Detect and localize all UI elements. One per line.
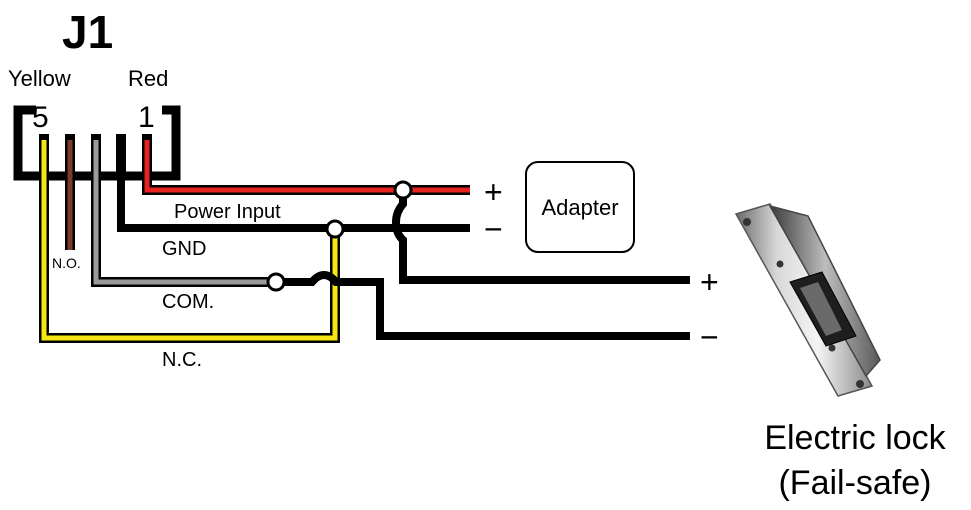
lock-caption-line2: (Fail-safe) <box>778 464 931 502</box>
com-label: COM. <box>162 291 214 313</box>
gnd-label: GND <box>162 238 206 260</box>
adapter-plus-label: + <box>484 174 503 210</box>
adapter-minus-label: − <box>484 211 503 247</box>
no-label: N.O. <box>52 255 81 271</box>
junction-red <box>393 180 413 200</box>
electric-lock-image <box>734 203 881 397</box>
power-input-label: Power Input <box>174 201 281 223</box>
adapter-box <box>525 161 635 253</box>
nc-label: N.C. <box>162 349 202 371</box>
lock-positive-wire <box>391 190 690 284</box>
adapter-label: Adapter <box>541 195 618 220</box>
lock-caption-line1: Electric lock <box>764 419 946 457</box>
lock-minus-label: − <box>700 319 719 355</box>
lock-negative-wire <box>276 271 690 340</box>
junction-gnd <box>325 219 345 239</box>
pin-right-number: 1 <box>138 101 155 134</box>
gnd-wire <box>117 176 470 232</box>
pin-left-number: 5 <box>32 101 49 134</box>
junction-com <box>266 272 286 292</box>
pin-right-color-label: Red <box>128 66 168 91</box>
lock-plus-label: + <box>700 264 719 300</box>
connector-title: J1 <box>62 6 113 58</box>
pin-left-color-label: Yellow <box>8 66 71 91</box>
red-wire <box>142 140 470 195</box>
